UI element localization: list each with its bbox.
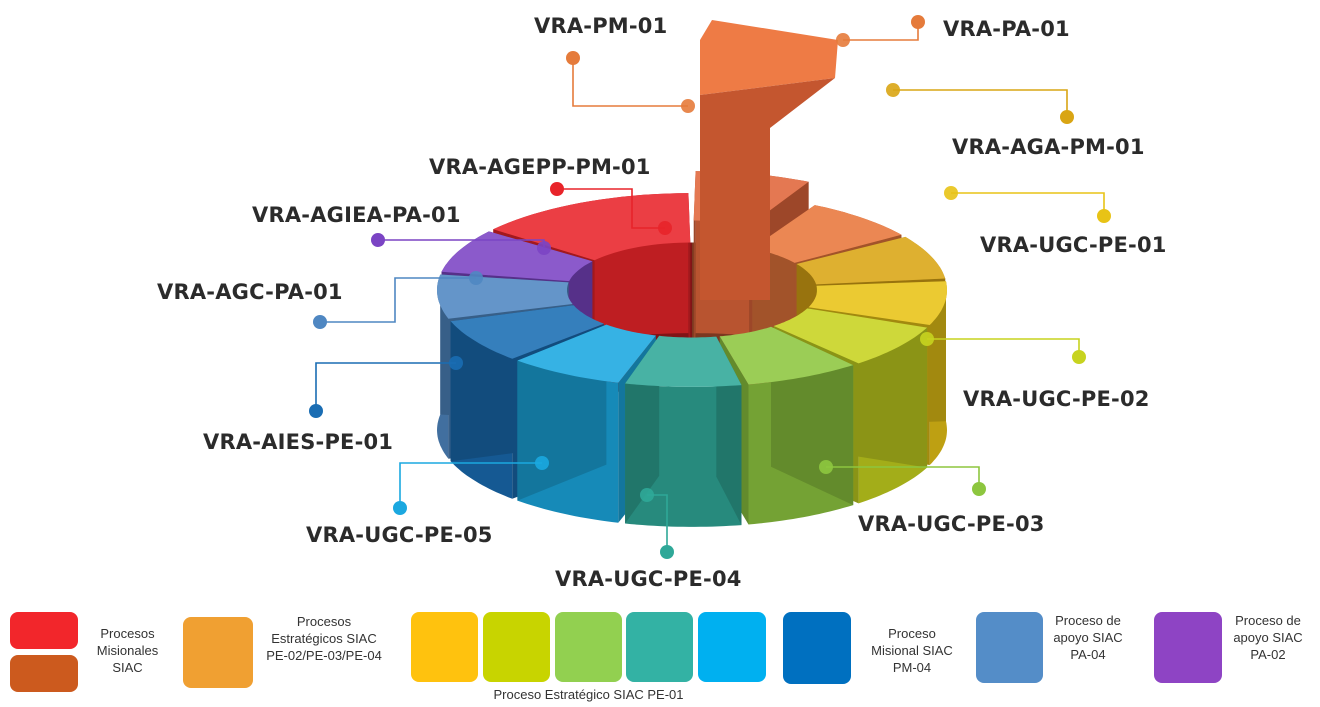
- label-vra-ugc-pe-05: VRA-UGC-PE-05: [306, 523, 493, 547]
- legend-text-apoyo-pa04: Proceso de apoyo SIAC PA-04: [1053, 613, 1123, 662]
- leader-dot: [309, 404, 323, 418]
- leader-dot: [566, 51, 580, 65]
- label-vra-ugc-pe-01: VRA-UGC-PE-01: [980, 233, 1167, 257]
- legend-swatch-apoyo-pa04: [976, 612, 1043, 683]
- anchor-dot: [537, 241, 551, 255]
- anchor-dot: [640, 488, 654, 502]
- anchor-dot: [658, 221, 672, 235]
- leader-line: [893, 89, 1068, 117]
- leader-line: [557, 188, 665, 229]
- leader-dot: [972, 482, 986, 496]
- legend-swatch-pe01-cyan: [698, 612, 766, 682]
- anchor-dot: [449, 356, 463, 370]
- label-vra-ugc-pe-04: VRA-UGC-PE-04: [555, 567, 742, 591]
- label-vra-ugc-pe-02: VRA-UGC-PE-02: [963, 387, 1150, 411]
- leader-line: [843, 22, 919, 41]
- legend-swatch-estrategicos-multi: [183, 617, 253, 688]
- leader-dot: [313, 315, 327, 329]
- leader-line: [826, 466, 980, 489]
- label-vra-ugc-pe-03: VRA-UGC-PE-03: [858, 512, 1045, 536]
- label-vra-agepp-pm-01: VRA-AGEPP-PM-01: [429, 155, 651, 179]
- leader-line: [399, 462, 542, 508]
- anchor-dot: [535, 456, 549, 470]
- legend-text-apoyo-pa02: Proceso de apoyo SIAC PA-02: [1233, 613, 1303, 662]
- leader-dot: [371, 233, 385, 247]
- leader-line: [927, 338, 1080, 357]
- leader-dot: [660, 545, 674, 559]
- anchor-dot: [920, 332, 934, 346]
- legend-text-misional-pm04: Proceso Misional SIAC PM-04: [871, 626, 953, 675]
- leader-line: [572, 58, 688, 107]
- anchor-dot: [836, 33, 850, 47]
- legend-swatch-misionales-brown: [10, 655, 78, 692]
- label-vra-pm-01: VRA-PM-01: [534, 14, 668, 38]
- anchor-dot: [469, 271, 483, 285]
- label-vra-aies-pe-01: VRA-AIES-PE-01: [203, 430, 394, 454]
- anchor-dot: [819, 460, 833, 474]
- ring-segments: [437, 20, 947, 527]
- leader-dot: [911, 15, 925, 29]
- leader-dot: [1097, 209, 1111, 223]
- anchor-dot: [681, 99, 695, 113]
- leader-dot: [1060, 110, 1074, 124]
- leader-lines: [309, 15, 1111, 559]
- legend-swatch-pe01-lime: [483, 612, 550, 682]
- legend-swatch-apoyo-pa02: [1154, 612, 1222, 683]
- legend-text-pe01: Proceso Estratégico SIAC PE-01: [493, 687, 684, 702]
- legend-text-estrategicos-multi: Procesos Estratégicos SIAC PE-02/PE-03/P…: [266, 614, 382, 663]
- legend-swatch-pe01-teal: [626, 612, 693, 682]
- label-vra-agiea-pa-01: VRA-AGIEA-PA-01: [252, 203, 461, 227]
- leader-dot: [1072, 350, 1086, 364]
- anchor-dot: [886, 83, 900, 97]
- legend-swatch-misional-pm04: [783, 612, 851, 684]
- label-vra-pa-01: VRA-PA-01: [943, 17, 1070, 41]
- ring-diagram: [309, 15, 1111, 559]
- legend-text-misionales: Procesos Misionales SIAC: [96, 626, 159, 675]
- leader-line: [320, 277, 476, 323]
- legend-swatch-pe01-green: [555, 612, 622, 682]
- anchor-dot: [944, 186, 958, 200]
- legend-swatch-misionales-red: [10, 612, 78, 649]
- ring-segment-raised: [700, 20, 838, 300]
- leader-line: [315, 362, 456, 411]
- label-vra-aga-pm-01: VRA-AGA-PM-01: [952, 135, 1145, 159]
- legend-swatch-pe01-yellow: [411, 612, 478, 682]
- leader-dot: [393, 501, 407, 515]
- ring-segment: [625, 335, 742, 527]
- label-vra-agc-pa-01: VRA-AGC-PA-01: [157, 280, 343, 304]
- leader-dot: [550, 182, 564, 196]
- leader-line: [951, 192, 1105, 216]
